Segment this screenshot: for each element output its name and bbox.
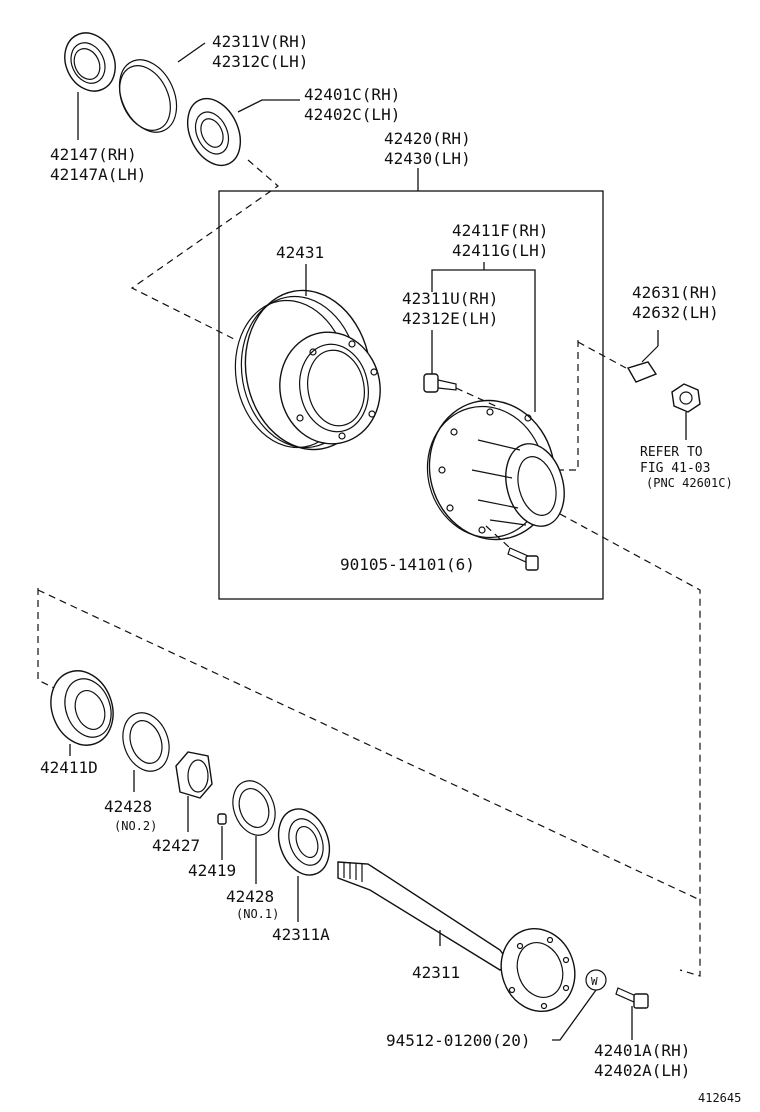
label-42431: 42431 xyxy=(276,243,324,262)
label-42411D: 42411D xyxy=(40,758,98,777)
label-94512: 94512-01200(20) xyxy=(386,1031,531,1050)
hub-bolt-icon xyxy=(423,373,457,393)
label-42427: 42427 xyxy=(152,836,200,855)
label-42311U: 42311U(RH) xyxy=(402,289,498,308)
bearing-icon xyxy=(186,97,242,167)
label-fig-ref: FIG 41-03 xyxy=(640,461,710,476)
label-42419: 42419 xyxy=(188,861,236,880)
label-42402C: 42402C(LH) xyxy=(304,105,400,124)
hub-assembly-box xyxy=(218,190,604,600)
screw-icon xyxy=(217,813,227,825)
label-42428-no1: 42428 xyxy=(226,887,274,906)
label-42428-no2-sub: (NO.2) xyxy=(114,819,157,833)
lock-washer-icon xyxy=(122,712,170,772)
hub-bolt-icon xyxy=(615,987,649,1009)
label-42312E: 42312E(LH) xyxy=(402,309,498,328)
brake-drum-icon xyxy=(234,289,381,451)
label-42428-no1-sub: (NO.1) xyxy=(236,907,279,921)
bolt-icon xyxy=(507,547,539,571)
label-42147A: 42147A(LH) xyxy=(50,165,146,184)
label-42411F: 42411F(RH) xyxy=(452,221,548,240)
label-90105: 90105-14101(6) xyxy=(340,555,475,574)
washer-icon xyxy=(232,780,276,836)
label-42311: 42311 xyxy=(412,963,460,982)
axle-shaft-icon xyxy=(337,861,576,1013)
label-42311V: 42311V(RH) xyxy=(212,32,308,51)
label-42632: 42632(LH) xyxy=(632,303,719,322)
label-42430: 42430(LH) xyxy=(384,149,471,168)
label-42401C: 42401C(RH) xyxy=(304,85,400,104)
label-42402A: 42402A(LH) xyxy=(594,1061,690,1080)
label-42311A: 42311A xyxy=(272,925,330,944)
oil-seal-icon xyxy=(277,808,331,876)
oil-seal-icon xyxy=(64,32,116,92)
label-42428-no2: 42428 xyxy=(104,797,152,816)
label-42312C: 42312C(LH) xyxy=(212,52,308,71)
washer-mark-label: W xyxy=(591,975,598,988)
wheel-stud-icon xyxy=(626,345,659,383)
label-42147: 42147(RH) xyxy=(50,145,137,164)
lock-nut-icon xyxy=(175,751,213,799)
label-42401A: 42401A(RH) xyxy=(594,1041,690,1060)
axle-hub-icon xyxy=(426,399,565,541)
label-42631: 42631(RH) xyxy=(632,283,719,302)
label-pnc-ref: (PNC 42601C) xyxy=(646,476,733,490)
bearing-icon xyxy=(50,670,114,746)
lock-nut-icon xyxy=(671,383,701,413)
label-refer-to: REFER TO xyxy=(640,445,703,460)
label-42411G: 42411G(LH) xyxy=(452,241,548,260)
figure-number: 412645 xyxy=(698,1091,741,1105)
label-42420: 42420(RH) xyxy=(384,129,471,148)
bearing-race-icon xyxy=(118,59,178,133)
